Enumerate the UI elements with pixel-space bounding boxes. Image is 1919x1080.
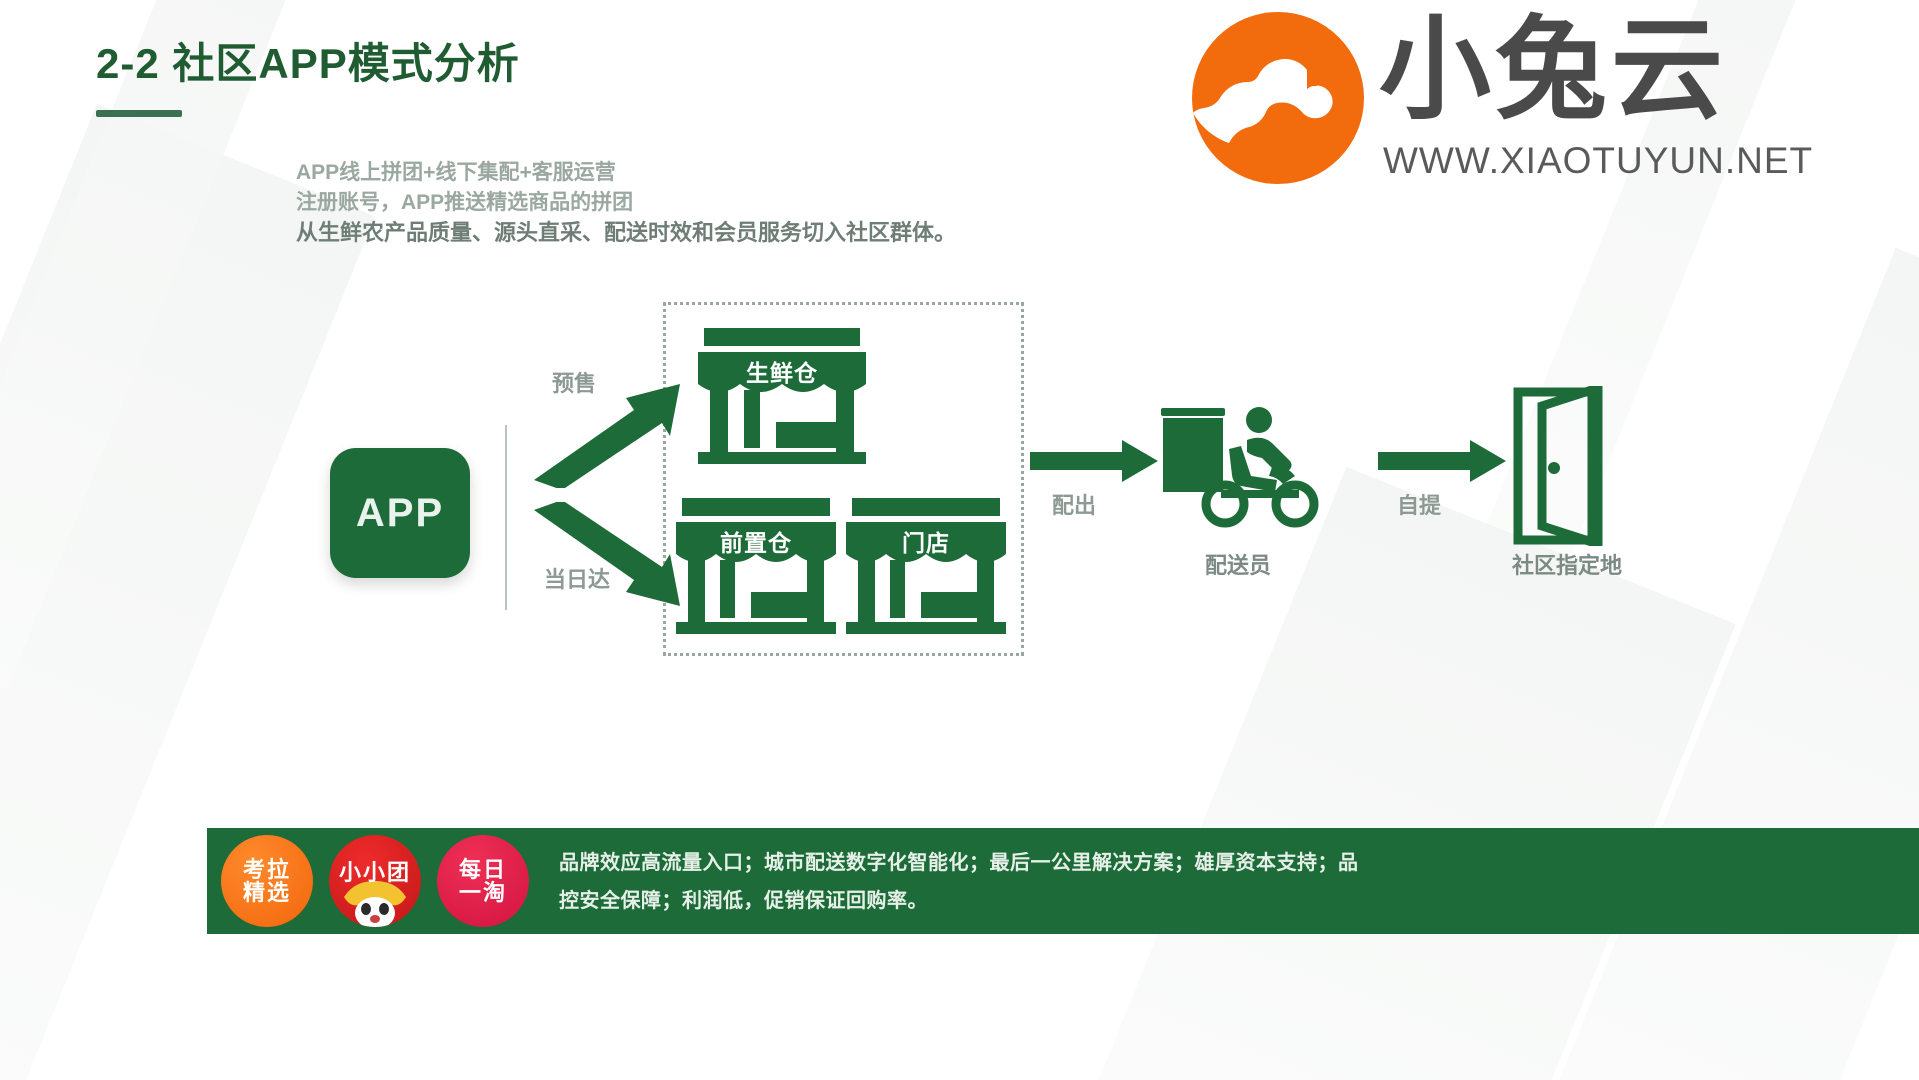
banner-text-line-2: 控安全保障；利润低，促销保证回购率。 bbox=[559, 890, 928, 912]
label-pickup: 自提 bbox=[1397, 493, 1442, 518]
app-node: APP bbox=[330, 448, 470, 578]
brand-logo: 小兔云 WWW.XIAOTUYUN.NET bbox=[1179, 8, 1899, 193]
badge-kaola: 考拉 精选 bbox=[221, 835, 313, 927]
subtitle-block: APP线上拼团+线下集配+客服运营 注册账号，APP推送精选商品的拼团 从生鲜农… bbox=[296, 158, 956, 248]
badge-line-2: 精选 bbox=[242, 880, 291, 905]
courier-caption: 配送员 bbox=[1204, 553, 1271, 578]
brand-url: WWW.XIAOTUYUN.NET bbox=[1383, 140, 1814, 181]
banner-text: 品牌效应高流量入口；城市配送数字化智能化；最后一公里解决方案；雄厚资本支持；品 … bbox=[559, 844, 1899, 920]
badge-xiaoxiaotuan: 小小团 bbox=[329, 835, 421, 927]
arrow-pickup bbox=[1378, 438, 1506, 484]
warehouse-group-box bbox=[663, 302, 1024, 656]
store-icon bbox=[698, 328, 866, 464]
subtitle-line-3: 从生鲜农产品质量、源头直采、配送时效和会员服务切入社区群体。 bbox=[296, 220, 957, 245]
badge-line-1: 考拉 bbox=[242, 856, 291, 882]
badge-line-1: 每日 bbox=[458, 856, 507, 882]
summary-banner: 考拉 精选 小小团 每日 一淘 品牌效应高流量入口；城市配送数字化智能化；最后一… bbox=[207, 828, 1919, 934]
store-icon bbox=[676, 498, 836, 634]
store-forward-warehouse: 前置仓 bbox=[672, 498, 840, 638]
badge-line-1: 小小团 bbox=[338, 860, 411, 886]
app-divider bbox=[505, 425, 507, 610]
arrow-dispatch bbox=[1030, 438, 1158, 484]
destination-caption: 社区指定地 bbox=[1511, 553, 1622, 578]
flow-diagram: APP 预售 当日达 配出 bbox=[0, 290, 1919, 710]
badge-meiriyitao: 每日 一淘 bbox=[437, 835, 529, 927]
delivery-scooter-icon bbox=[1161, 407, 1319, 528]
store-fresh-warehouse: 生鲜仓 bbox=[692, 328, 872, 468]
badge-line-2: 一淘 bbox=[458, 880, 507, 905]
label-presale: 预售 bbox=[552, 371, 597, 396]
arrow-sameday bbox=[530, 502, 690, 612]
store-name: 生鲜仓 bbox=[746, 360, 818, 386]
brand-name: 小兔云 bbox=[1379, 7, 1727, 132]
rabbit-logo-icon bbox=[1192, 12, 1364, 184]
store-name: 前置仓 bbox=[720, 530, 792, 556]
label-dispatch: 配出 bbox=[1052, 493, 1097, 518]
app-node-label: APP bbox=[355, 490, 445, 535]
subtitle-line-2: 注册账号，APP推送精选商品的拼团 bbox=[296, 191, 634, 214]
store-icon bbox=[846, 498, 1006, 634]
store-name: 门店 bbox=[902, 530, 950, 556]
subtitle-line-1: APP线上拼团+线下集配+客服运营 bbox=[296, 161, 616, 184]
banner-text-line-1: 品牌效应高流量入口；城市配送数字化智能化；最后一公里解决方案；雄厚资本支持；品 bbox=[559, 852, 1359, 874]
label-sameday: 当日达 bbox=[544, 567, 611, 592]
page-title: 2-2 社区APP模式分析 bbox=[96, 40, 520, 87]
mascot-icon bbox=[344, 881, 406, 927]
store-retail-shop: 门店 bbox=[842, 498, 1010, 638]
door-icon bbox=[1513, 386, 1603, 546]
title-underline bbox=[96, 110, 182, 117]
arrow-presale bbox=[530, 378, 690, 488]
